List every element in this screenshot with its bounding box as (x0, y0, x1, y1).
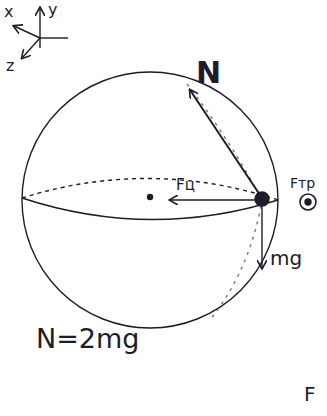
axis-label: z (6, 58, 14, 74)
force-label: Fтр (290, 176, 315, 190)
equation: N=2mg (36, 325, 139, 352)
axis-label: y (48, 2, 57, 18)
force-label: Fц (176, 178, 195, 193)
force-label: mg (270, 248, 302, 268)
axis-label: x (4, 4, 13, 20)
force-label: N (196, 58, 221, 88)
partial-text: F (304, 384, 316, 404)
